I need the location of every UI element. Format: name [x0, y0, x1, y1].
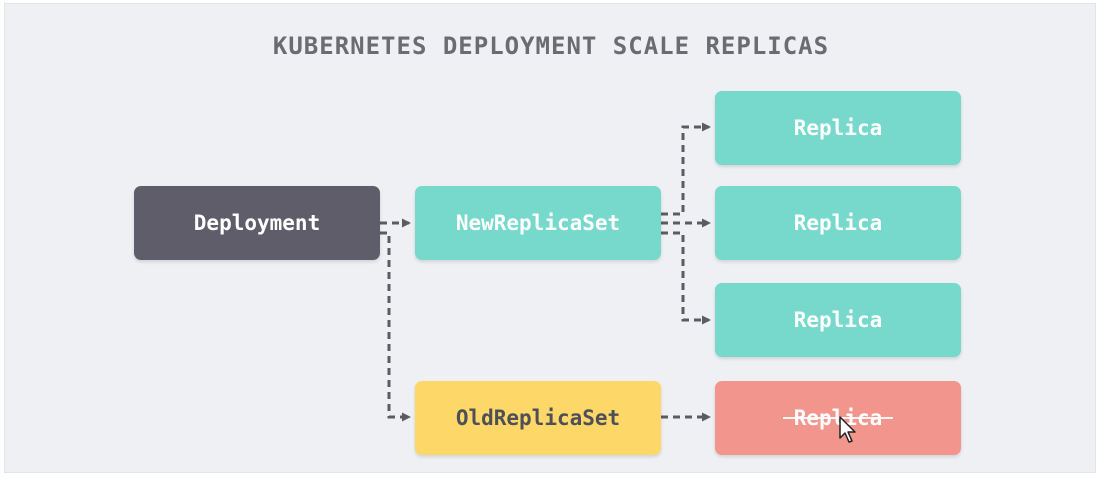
- replica-label: Replica: [793, 211, 883, 235]
- replica-node-3: Replica: [715, 283, 961, 357]
- replica-node-1: Replica: [715, 91, 961, 165]
- replica-label: Replica: [793, 116, 883, 140]
- old-replicaset-node: OldReplicaSet: [415, 381, 661, 455]
- new-replicaset-node: NewReplicaSet: [415, 186, 661, 260]
- deployment-node: Deployment: [134, 186, 380, 260]
- new-replicaset-label: NewReplicaSet: [455, 211, 621, 235]
- old-replicaset-label: OldReplicaSet: [455, 406, 621, 430]
- edge-newreplicaset-to-replica-3: [661, 231, 711, 325]
- edge-layer: [380, 122, 711, 422]
- removed-replica-node: Replica: [715, 381, 961, 455]
- replica-node-2: Replica: [715, 186, 961, 260]
- strikethrough-line: [783, 417, 893, 419]
- edge-deployment-to-oldreplicaset: [380, 231, 411, 422]
- diagram-canvas: KUBERNETES DEPLOYMENT SCALE REPLICAS Dep…: [4, 3, 1096, 473]
- diagram-title: KUBERNETES DEPLOYMENT SCALE REPLICAS: [272, 32, 830, 60]
- replica-label: Replica: [793, 308, 883, 332]
- deployment-label: Deployment: [193, 211, 321, 235]
- edge-newreplicaset-to-replica-1: [661, 122, 711, 216]
- mouse-pointer-icon: [839, 416, 856, 443]
